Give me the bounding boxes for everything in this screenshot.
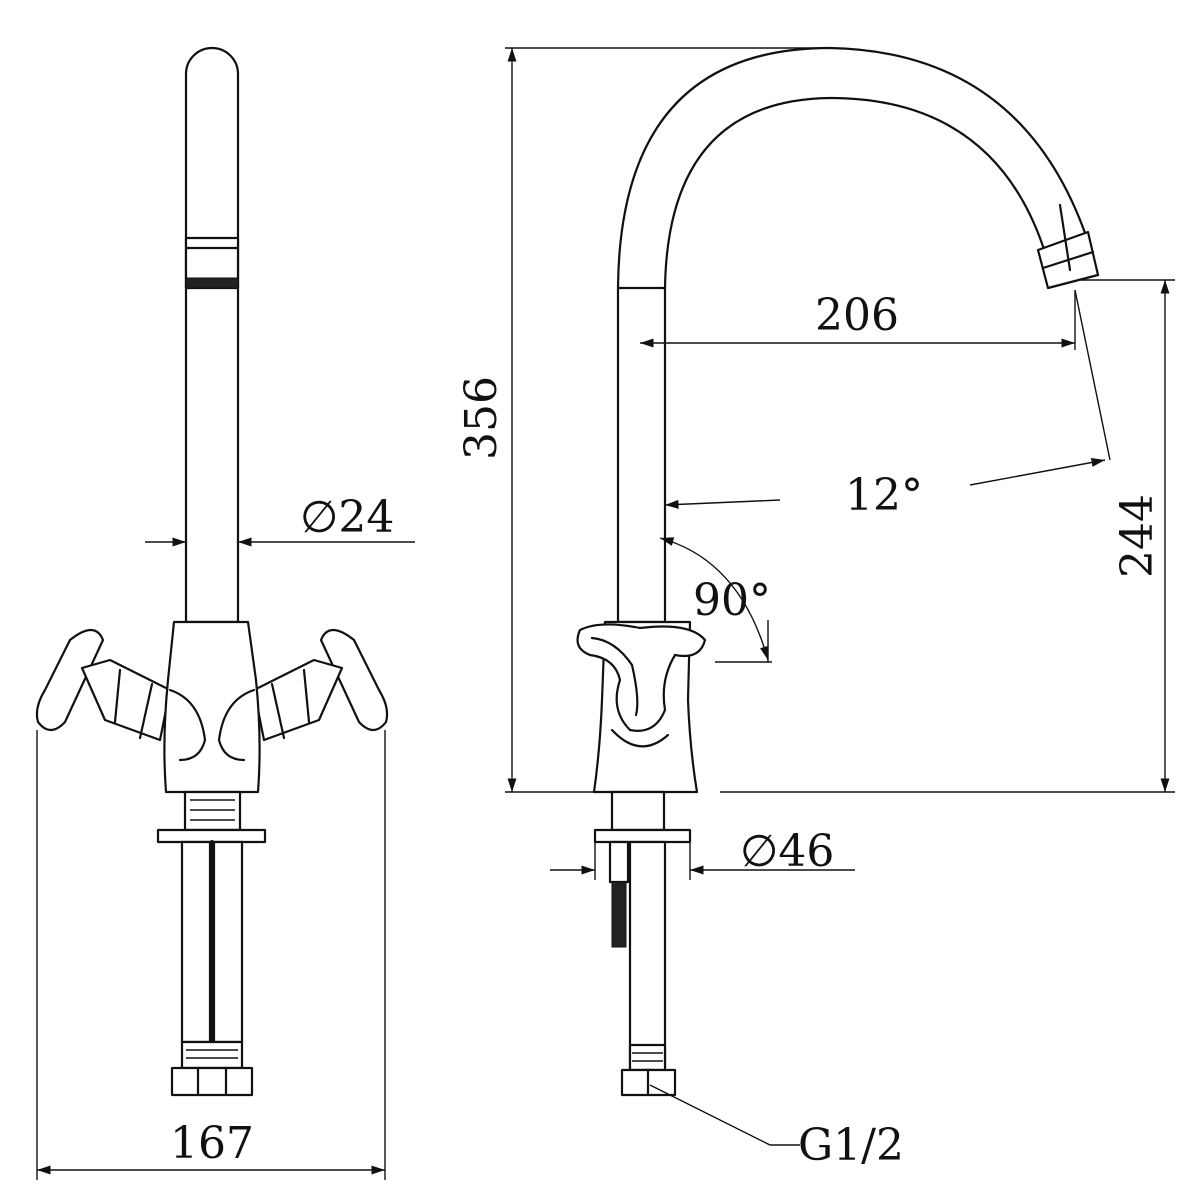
dim-spout-height: 244 bbox=[1080, 279, 1175, 792]
front-hose-right bbox=[212, 840, 244, 1044]
side-washer bbox=[593, 828, 692, 844]
front-view bbox=[35, 46, 389, 1097]
front-hex-nuts bbox=[170, 1066, 254, 1097]
dim-label-spout-angle: 12° bbox=[845, 470, 923, 521]
front-left-handle bbox=[35, 628, 172, 742]
dim-label-swivel-angle: 90° bbox=[693, 575, 771, 626]
dim-label-tube-diameter: ∅24 bbox=[300, 492, 394, 543]
callout-thread: G1/2 bbox=[649, 1084, 904, 1171]
front-right-handle bbox=[252, 628, 389, 742]
dim-total-height: 356 bbox=[456, 47, 1175, 793]
dim-label-reach: 206 bbox=[815, 290, 899, 341]
dim-reach: 206 bbox=[640, 290, 1076, 350]
front-body bbox=[163, 620, 261, 794]
side-hose bbox=[628, 840, 667, 1072]
callout-label-thread: G1/2 bbox=[798, 1120, 904, 1171]
dim-label-total-height: 356 bbox=[456, 376, 507, 460]
side-threaded-rod bbox=[611, 881, 627, 948]
dim-label-width: 167 bbox=[170, 1118, 254, 1169]
dim-label-spout-height: 244 bbox=[1112, 494, 1163, 578]
front-hose-left bbox=[180, 840, 212, 1044]
dim-tube-diameter: ∅24 bbox=[145, 492, 415, 547]
side-view bbox=[576, 46, 1100, 1097]
dim-swivel-angle: 90° bbox=[659, 537, 772, 663]
dim-width: 167 bbox=[36, 730, 386, 1180]
front-spout-tube bbox=[184, 46, 240, 624]
dim-base-diameter: ∅46 bbox=[550, 826, 855, 880]
dim-spout-angle: 12° bbox=[664, 289, 1111, 521]
dim-label-base-diameter: ∅46 bbox=[740, 826, 834, 877]
